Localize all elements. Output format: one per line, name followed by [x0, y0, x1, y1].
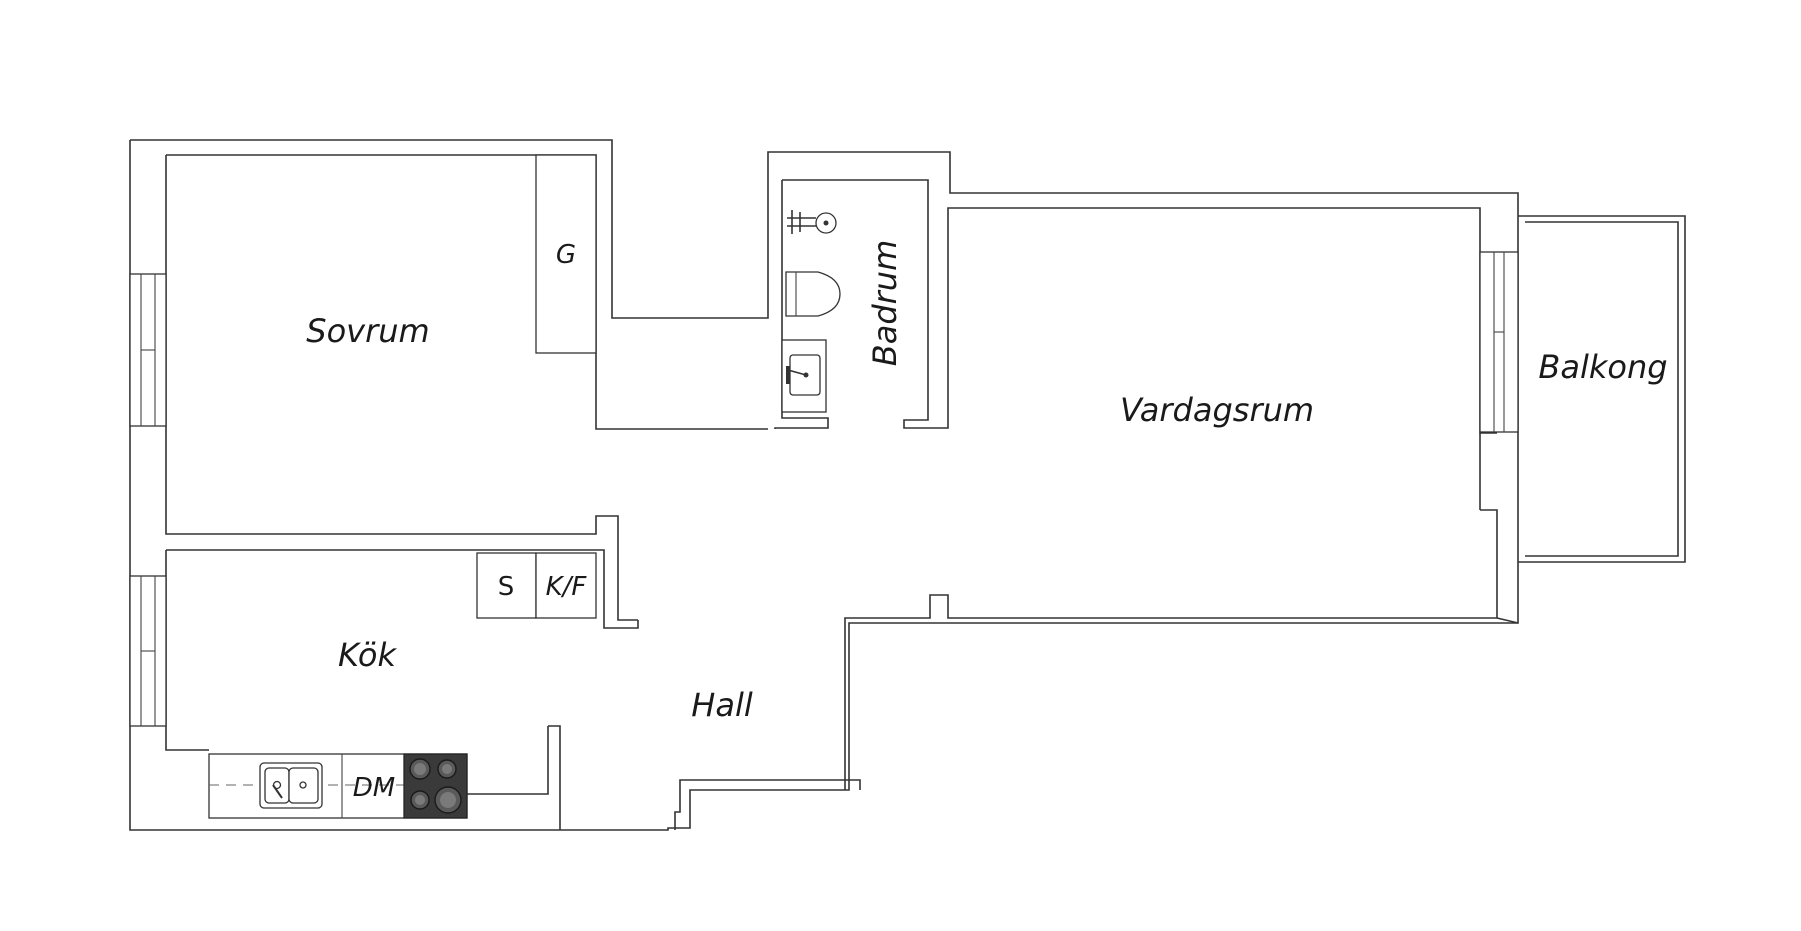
toilet-icon — [785, 271, 841, 317]
wardrobe: G — [535, 154, 597, 354]
washbasin-icon — [781, 339, 827, 413]
wardrobe-label: G — [556, 240, 576, 270]
shower-icon — [787, 210, 837, 234]
room-label-badrum: Badrum — [866, 240, 904, 366]
room-label-hall: Hall — [691, 686, 753, 724]
room-label-sovrum: Sovrum — [306, 312, 429, 350]
kitchen-counter: DM — [208, 753, 468, 819]
stove-icon — [403, 753, 468, 819]
windows — [129, 251, 1519, 727]
sink-icon — [259, 762, 323, 809]
kitchen-tall-units: S K/F — [476, 552, 597, 619]
room-labels: Sovrum Badrum Vardagsrum Balkong Kök Hal… — [306, 240, 1667, 724]
cabinet-label: S — [498, 572, 515, 602]
room-label-kok: Kök — [338, 636, 397, 674]
outer-walls — [129, 139, 1686, 831]
bathroom-fixtures — [781, 210, 841, 413]
room-label-vardagsrum: Vardagsrum — [1120, 391, 1314, 429]
fridge-freezer-label: K/F — [546, 572, 588, 602]
room-label-balkong: Balkong — [1538, 348, 1667, 386]
dishwasher-label: DM — [353, 773, 395, 803]
